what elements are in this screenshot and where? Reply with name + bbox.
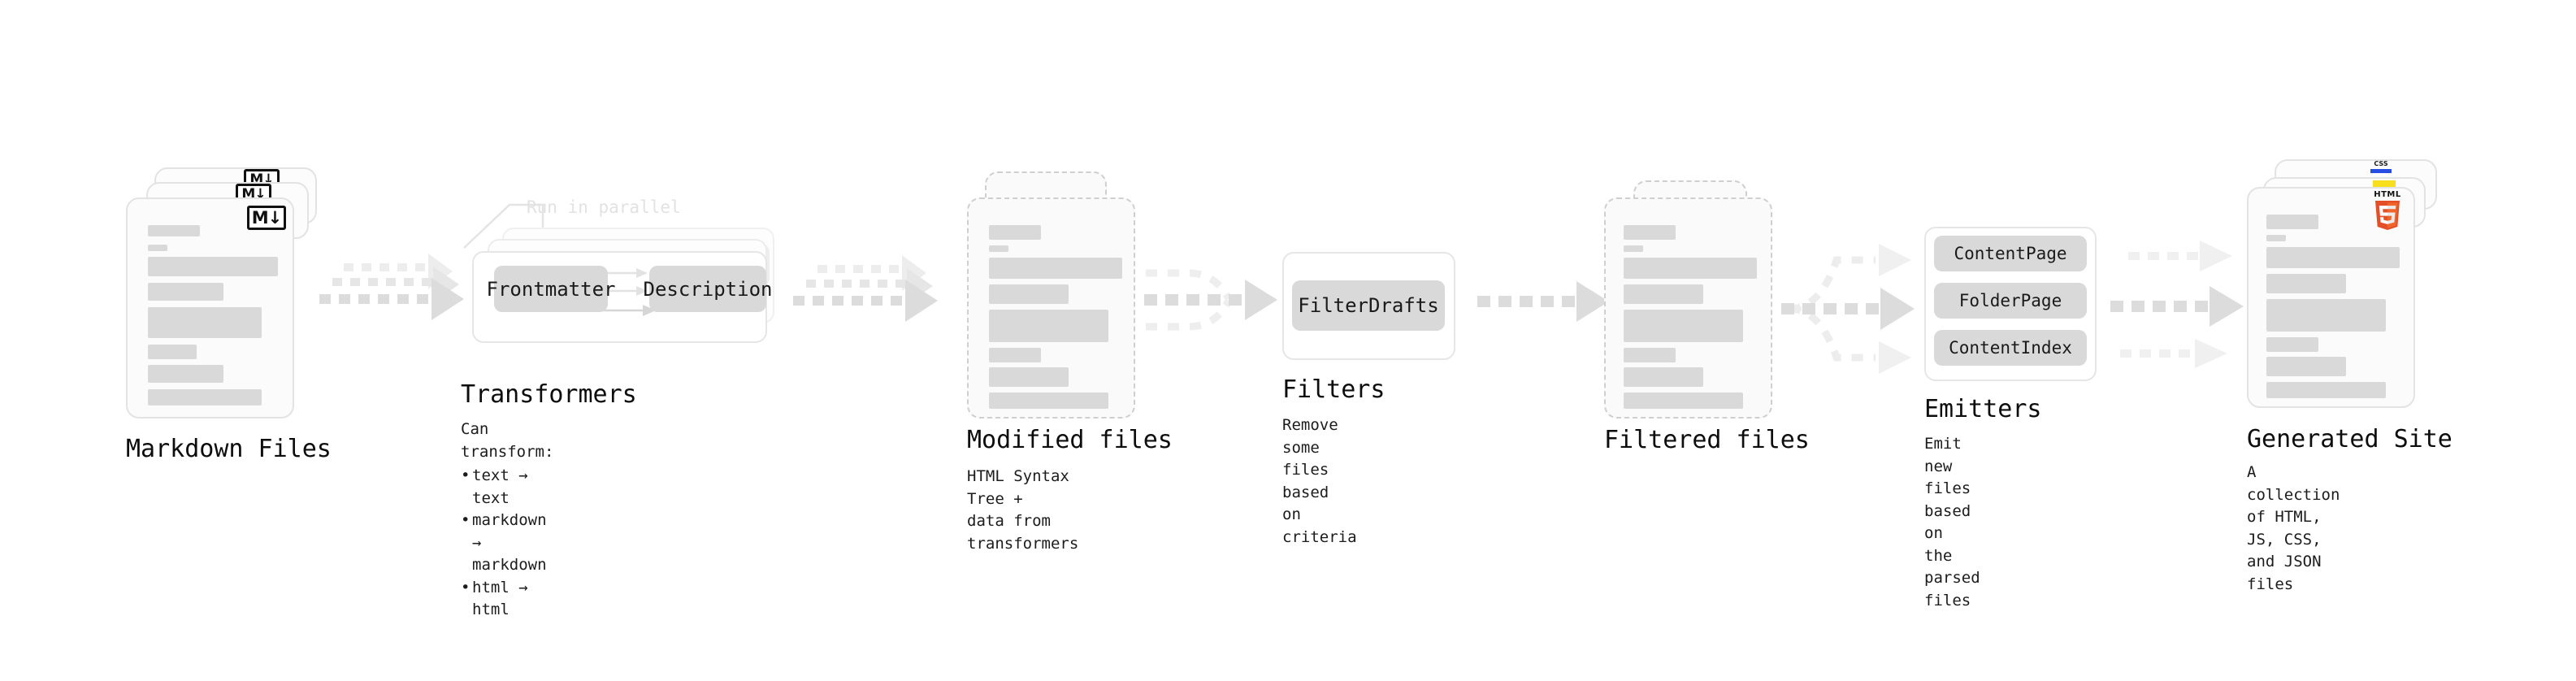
- subtitle-generated-site: A collection of HTML, JS, CSS, and JSON …: [2247, 463, 2340, 593]
- skeleton-bar: [148, 345, 197, 359]
- skeleton-bar: [148, 283, 223, 301]
- chip-label: ContentIndex: [1949, 338, 2072, 358]
- markdown-file-card: [126, 197, 294, 419]
- skeleton-bar: [989, 310, 1108, 342]
- skeleton-bar: [148, 365, 223, 383]
- skeleton-bar: [989, 258, 1122, 279]
- chip-label: Description: [643, 277, 773, 301]
- transformer-chip-frontmatter[interactable]: Frontmatter: [487, 266, 615, 312]
- skeleton-bar: [1624, 245, 1643, 252]
- skeleton-bar: [2266, 299, 2386, 332]
- skeleton-bar: [2266, 357, 2346, 376]
- filter-chip-filterdrafts[interactable]: FilterDrafts: [1292, 280, 1445, 331]
- skeleton-bar: [1624, 393, 1743, 409]
- skeleton-bar: [2266, 337, 2318, 352]
- skeleton-bar: [989, 245, 1008, 252]
- skeleton-bar: [148, 257, 278, 276]
- chip-label: FolderPage: [1958, 291, 2062, 310]
- emitter-chip-contentindex[interactable]: ContentIndex: [1934, 330, 2087, 366]
- skeleton-bar: [989, 348, 1041, 362]
- skeleton-bar: [148, 245, 167, 251]
- arrow-transformers-to-modified: [793, 255, 938, 322]
- arrow-modified-to-filters: [1144, 269, 1277, 331]
- css-badge-text: CSS: [2374, 160, 2388, 167]
- caption-emitters: Emitters: [1924, 395, 2042, 423]
- skeleton-bar: [989, 393, 1108, 409]
- skeleton-bar: [148, 389, 262, 406]
- chip-label: Frontmatter: [486, 277, 616, 301]
- caption-markdown-files: Markdown Files: [126, 435, 332, 463]
- arrow-filters-to-filtered: [1477, 281, 1609, 322]
- bullet-item: markdown → markdown: [461, 510, 553, 577]
- arrow-filtered-to-emitters: [1781, 244, 1915, 374]
- arrow-emitters-to-site: [2110, 241, 2244, 368]
- markdown-badge: M↓: [247, 206, 286, 230]
- skeleton-bar: [1624, 367, 1703, 387]
- skeleton-bar: [989, 225, 1041, 240]
- bullet-item: text → text: [461, 465, 553, 510]
- skeleton-bar: [1624, 348, 1676, 362]
- bullets-header: Can transform:: [461, 420, 554, 461]
- chip-label: FilterDrafts: [1298, 294, 1439, 317]
- skeleton-bar: [989, 367, 1069, 387]
- caption-transformers: Transformers: [461, 380, 637, 409]
- emitter-chip-folderpage[interactable]: FolderPage: [1934, 283, 2087, 319]
- skeleton-bar: [2266, 215, 2318, 229]
- bullet-item: html → html: [461, 577, 553, 622]
- caption-filters: Filters: [1282, 375, 1386, 404]
- arrow-markdown-to-transformers: [319, 254, 464, 320]
- skeleton-bar: [2266, 247, 2400, 268]
- chip-label: ContentPage: [1954, 244, 2067, 263]
- caption-generated-site: Generated Site: [2247, 425, 2452, 453]
- skeleton-bar: [1624, 310, 1743, 342]
- transformer-chip-description[interactable]: Description: [644, 266, 772, 312]
- skeleton-bar: [148, 225, 200, 236]
- caption-modified-files: Modified files: [967, 426, 1173, 454]
- skeleton-bar: [1624, 284, 1703, 304]
- modified-file-card: [967, 197, 1135, 419]
- filtered-file-card: [1604, 197, 1772, 419]
- css-badge: CSS: [2370, 160, 2392, 173]
- transformers-capabilities: Can transform: text → text markdown → ma…: [461, 419, 553, 622]
- skeleton-bar: [2266, 274, 2346, 293]
- markdown-badge-text: M↓: [251, 208, 282, 228]
- skeleton-bar: [1624, 225, 1676, 240]
- run-in-parallel-label: Run in parallel: [527, 197, 681, 217]
- skeleton-bar: [148, 307, 262, 338]
- html5-icon: HTML: [2374, 190, 2401, 232]
- run-in-parallel-leader: [463, 203, 544, 249]
- skeleton-bar: [989, 284, 1069, 304]
- html5-word: HTML: [2374, 190, 2401, 199]
- caption-filtered-files: Filtered files: [1604, 426, 1810, 454]
- skeleton-bar: [2266, 235, 2286, 241]
- subtitle-filters: Remove some files based on criteria: [1282, 416, 1357, 546]
- skeleton-bar: [1624, 258, 1757, 279]
- subtitle-modified-files: HTML Syntax Tree + data from transformer…: [967, 467, 1079, 553]
- emitter-chip-contentpage[interactable]: ContentPage: [1934, 236, 2087, 271]
- subtitle-emitters: Emit new files based on the parsed files: [1924, 435, 1980, 609]
- skeleton-bar: [2266, 382, 2386, 398]
